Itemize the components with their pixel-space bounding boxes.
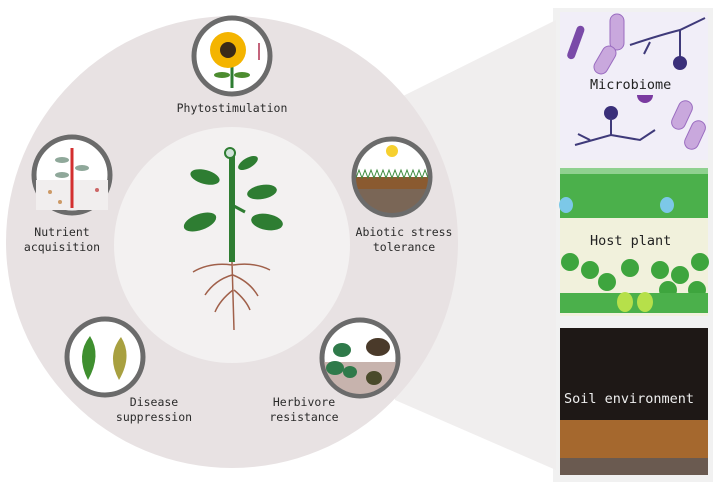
phytostimulation-label: Phytostimulation: [176, 101, 288, 115]
microbiome-label: Microbiome: [586, 76, 676, 94]
herbivore-resistance-icon: [319, 317, 401, 399]
host-plant-panel: [559, 168, 709, 316]
zoom-wedge: [395, 20, 556, 470]
phytostimulation-icon: [191, 15, 273, 97]
abiotic-stress-icon: [351, 136, 433, 218]
abiotic-stress-label: Abiotic stress tolerance: [355, 225, 453, 254]
nutrient-acquisition-label: Nutrient acquisition: [23, 225, 101, 254]
nutrient-acquisition-icon: [31, 134, 113, 216]
disease-suppression-label: Disease suppression: [115, 395, 193, 424]
central-plant-icon: [183, 147, 283, 331]
herbivore-resistance-label: Herbivore resistance: [269, 395, 339, 424]
soil-panel: [560, 328, 708, 475]
soil-environment-label: Soil environment: [564, 391, 695, 407]
disease-suppression-icon: [64, 316, 146, 398]
host-plant-label: Host plant: [586, 232, 676, 250]
